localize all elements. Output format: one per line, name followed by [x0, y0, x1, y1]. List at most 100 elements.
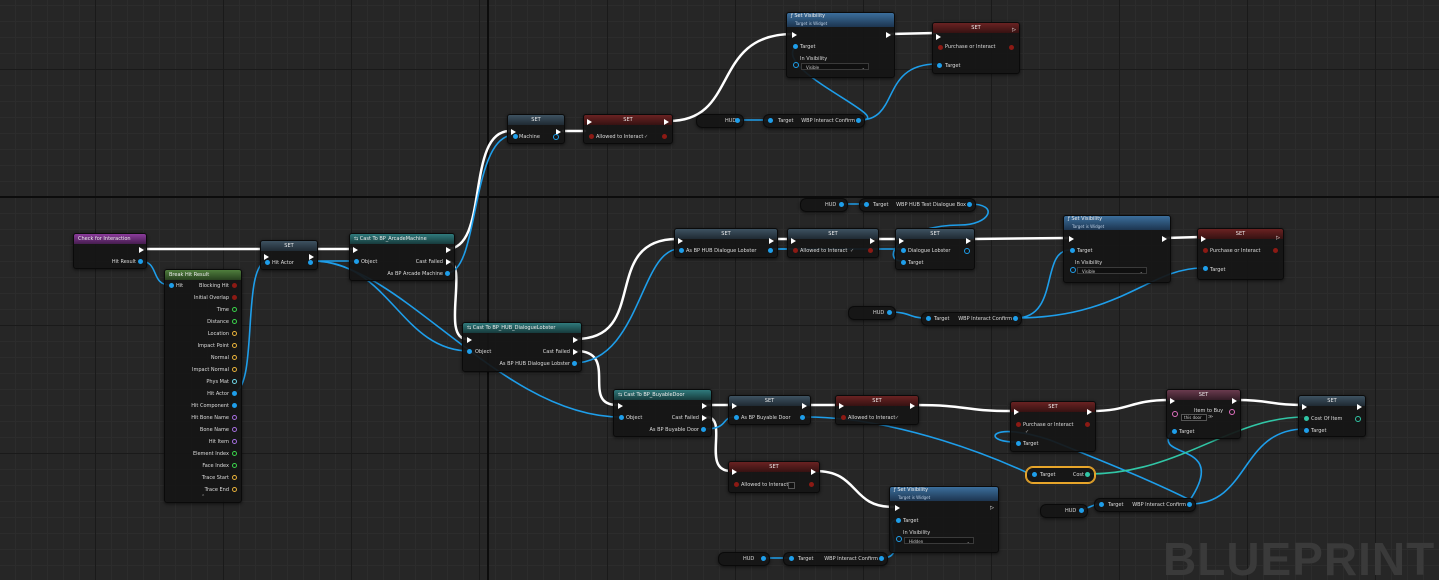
wbp-dialogue-box-getter[interactable]: Target WBP HUB Test Dialogue Box — [859, 198, 976, 212]
target-pin[interactable] — [1304, 428, 1309, 433]
hit-output-pin[interactable] — [232, 403, 237, 408]
door-pin[interactable] — [734, 415, 739, 420]
exec-in-pin[interactable] — [618, 403, 623, 409]
hit-output-pin[interactable] — [232, 439, 237, 444]
checkbox-checked-icon[interactable]: ✓ — [850, 248, 855, 254]
checkbox-checked-icon[interactable]: ✓ — [1025, 429, 1030, 435]
exec-out-pin[interactable] — [309, 254, 314, 260]
exec-out-pin[interactable]: ▷ — [990, 505, 994, 511]
target-pin[interactable] — [1016, 441, 1021, 446]
exec-in-pin[interactable] — [899, 238, 904, 244]
as-arcade-pin[interactable] — [445, 271, 450, 276]
hit-actor-pin[interactable] — [265, 260, 270, 265]
checkbox-checked-icon[interactable]: ✓ — [895, 415, 900, 421]
hit-output-pin[interactable] — [232, 415, 237, 420]
hit-input-pin[interactable] — [169, 283, 174, 288]
out-pin[interactable] — [967, 202, 972, 207]
exec-in-pin[interactable] — [936, 34, 941, 40]
set-cost-of-item-node[interactable]: SET Cost Of Item Target — [1298, 395, 1366, 437]
hit-output-pin[interactable] — [232, 295, 237, 300]
object-pin[interactable] — [354, 259, 359, 264]
hit-output-pin[interactable] — [232, 331, 237, 336]
collapse-arrow-icon[interactable]: ⌃ — [201, 494, 206, 500]
get-cost-node[interactable]: Target Cost — [1026, 467, 1095, 483]
set-purchase-or-interact-node[interactable]: SET ▷ Purchase or Interact Target — [1197, 228, 1284, 280]
cast-failed-pin[interactable] — [446, 259, 451, 265]
exec-in-pin[interactable] — [678, 238, 683, 244]
exec-in-pin[interactable] — [353, 247, 358, 253]
cast-failed-pin[interactable] — [702, 415, 707, 421]
set-buyable-door-ref-node[interactable]: SET As BP Buyable Door — [728, 395, 811, 425]
exec-out-pin[interactable] — [966, 238, 971, 244]
allowed-out-pin[interactable] — [662, 134, 667, 139]
visibility-dropdown[interactable]: Visible⌄ — [1077, 267, 1147, 274]
set-allowed-to-interact-node[interactable]: SET Allowed to Interact — [728, 461, 820, 493]
set-allowed-to-interact-node[interactable]: SET Allowed to Interact ✓ — [835, 395, 919, 425]
hud-out-pin[interactable] — [1079, 508, 1084, 513]
wbp-interact-confirm-getter[interactable]: Target WBP Interact Confirm — [783, 552, 888, 566]
purchase-out-pin[interactable] — [1085, 422, 1090, 427]
exec-out-pin[interactable] — [811, 469, 816, 475]
exec-out-pin[interactable] — [446, 247, 451, 253]
exec-out-pin[interactable] — [886, 32, 891, 38]
target-pin[interactable] — [1099, 502, 1104, 507]
visibility-pin[interactable] — [793, 62, 799, 68]
hud-variable-node[interactable]: HUD — [718, 552, 770, 566]
hit-output-pin[interactable] — [232, 487, 237, 492]
hit-output-pin[interactable] — [232, 343, 237, 348]
exec-out-pin[interactable] — [1162, 236, 1167, 242]
target-pin[interactable] — [789, 556, 794, 561]
exec-in-pin[interactable] — [1170, 398, 1175, 404]
set-dialogue-lobster-node[interactable]: SET Dialogue Lobster Target — [895, 228, 975, 270]
hit-output-pin[interactable] — [232, 475, 237, 480]
exec-in-pin[interactable] — [1201, 236, 1206, 242]
hit-output-pin[interactable] — [232, 463, 237, 468]
exec-out-pin[interactable]: ▷ — [1276, 235, 1280, 241]
exec-in-pin[interactable] — [587, 119, 592, 125]
target-pin[interactable] — [768, 118, 773, 123]
visibility-dropdown[interactable]: Visible⌄ — [801, 63, 869, 70]
allowed-out-pin[interactable] — [809, 482, 814, 487]
checkbox-unchecked[interactable] — [788, 482, 795, 489]
visibility-dropdown[interactable]: Hidden⌄ — [904, 537, 974, 544]
wbp-interact-confirm-getter[interactable]: Target WBP Interact Confirm — [763, 114, 865, 128]
hit-output-pin[interactable] — [232, 307, 237, 312]
out-pin[interactable] — [856, 118, 861, 123]
hit-output-pin[interactable] — [232, 451, 237, 456]
allowed-pin[interactable] — [841, 415, 846, 420]
lobster-out-pin[interactable] — [768, 248, 773, 253]
visibility-pin[interactable] — [896, 536, 902, 542]
item-pin[interactable] — [1172, 411, 1178, 417]
exec-out-pin[interactable] — [664, 119, 669, 125]
target-pin[interactable] — [937, 63, 942, 68]
cast-to-arcade-machine-node[interactable]: ⇆ Cast To BP_ArcadeMachine Object Cast F… — [349, 233, 455, 281]
set-machine-node[interactable]: SET Machine — [507, 114, 565, 144]
exec-in-pin[interactable] — [839, 403, 844, 409]
checkbox-checked-icon[interactable]: ✓ — [644, 134, 649, 140]
hit-output-pin[interactable] — [232, 319, 237, 324]
object-pin[interactable] — [619, 415, 624, 420]
set-allowed-to-interact-node[interactable]: SET Allowed to Interact ✓ — [583, 114, 673, 144]
exec-in-pin[interactable] — [264, 254, 269, 260]
purchase-out-pin[interactable] — [1009, 45, 1014, 50]
hit-output-pin[interactable] — [232, 283, 237, 288]
out-pin[interactable] — [879, 556, 884, 561]
cost-out-pin[interactable] — [1085, 472, 1090, 477]
purchase-out-pin[interactable] — [1273, 248, 1278, 253]
exec-in-pin[interactable] — [1014, 409, 1019, 415]
exec-out-pin[interactable]: ▷ — [1012, 27, 1016, 33]
hit-output-pin[interactable] — [232, 355, 237, 360]
exec-out-pin[interactable] — [769, 238, 774, 244]
exec-in-pin[interactable] — [732, 403, 737, 409]
hud-out-pin[interactable] — [887, 310, 892, 315]
hud-variable-node[interactable]: HUD — [1040, 504, 1088, 518]
exec-in-pin[interactable] — [511, 129, 516, 135]
set-purchase-or-interact-node[interactable]: SET Purchase or Interact ✓ Target — [1010, 401, 1096, 452]
target-pin[interactable] — [901, 260, 906, 265]
cost-out-pin[interactable] — [1355, 416, 1361, 422]
hud-out-pin[interactable] — [839, 202, 844, 207]
exec-out-pin[interactable] — [573, 337, 578, 343]
target-pin[interactable] — [1203, 266, 1208, 271]
